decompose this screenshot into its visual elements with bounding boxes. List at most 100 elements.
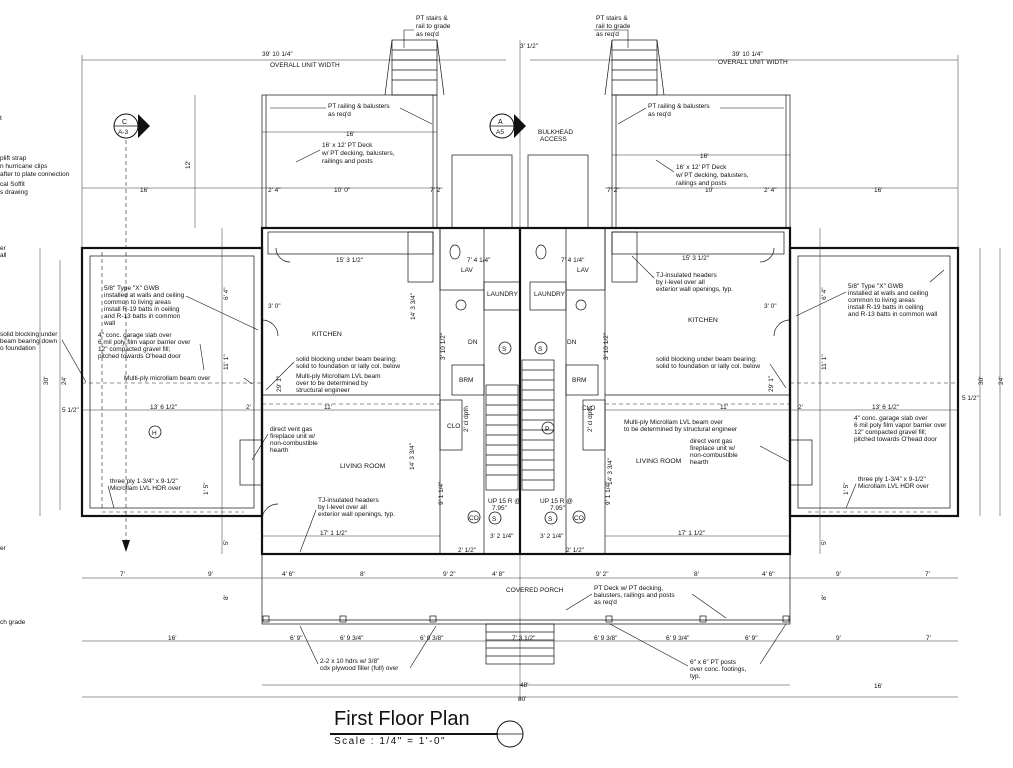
dim-6-9-left: 6' 9" <box>290 635 303 642</box>
dim-24-right: 24' <box>998 377 1005 385</box>
note-posts-2: over conc. footings, <box>690 666 747 673</box>
bulkhead-label-1: BULKHEAD <box>538 129 573 136</box>
decks <box>261 39 791 229</box>
dim-11-right: 11' <box>720 404 728 411</box>
room-laundry-right: LAUNDRY <box>534 291 566 298</box>
dim-7-3: 7' 3 1/2" <box>512 635 536 642</box>
interior-dimensions: 15' 3 1/2" 15' 3 1/2" 7' 4 1/4" 7' 4 1/4… <box>62 255 979 554</box>
dim-overall-right: 39' 10 1/4" <box>732 51 763 58</box>
edge-note-10: ch grade <box>0 619 26 626</box>
note-garage-left-1: 4" conc. garage slab over <box>98 332 172 339</box>
section-marker-a: A A5 <box>489 113 526 139</box>
note-fireplace-left-3: non-combustible <box>270 440 318 447</box>
note-lvl-left-1: Multi-ply Microllam LVL beam <box>296 373 381 380</box>
room-laundry-left: LAUNDRY <box>487 291 519 298</box>
stair-dn-left: DN <box>468 339 478 346</box>
note-pt-railing-right-1: PT railing & balusters <box>648 103 710 110</box>
dim-2-4-right: 2' 4" <box>764 187 777 194</box>
dim-9-1-left-top: 14' 3 3/4" <box>410 292 417 320</box>
co-detector-right: CO <box>574 515 584 522</box>
note-deck-right-1: 16' x 12' PT Deck <box>676 164 727 171</box>
note-microllam-left: Multi-ply microllam beam over <box>124 375 211 382</box>
room-clo-left: CLO <box>447 423 460 430</box>
dim-17-right: 17' 1 1/2" <box>678 530 706 537</box>
dim-6-9-38-left: 6' 9 3/8" <box>420 635 444 642</box>
room-living-left: LIVING ROOM <box>340 463 386 470</box>
dim-5-half-right: 5 1/2" <box>962 395 979 402</box>
dim-16-bottom-left: 16' <box>168 635 176 642</box>
dim-24-left: 24' <box>61 377 68 385</box>
dim-2-1-left: 2' 1/2" <box>458 547 477 554</box>
note-pt-railing-right-2: as req'd <box>648 111 671 118</box>
dim-9-left: 9' <box>208 571 213 578</box>
note-tj-left-3: exterior wall openings, typ. <box>318 511 395 518</box>
dim-6-4-left: 6' 4" <box>223 287 230 300</box>
note-deck-left-1: 16' x 12' PT Deck <box>322 142 373 149</box>
room-labels: KITCHEN KITCHEN LIVING ROOM LIVING ROOM … <box>312 129 718 594</box>
note-pt-stairs-left-2: rail to grade <box>416 23 451 30</box>
note-fireplace-left-2: fireplace unit w/ <box>270 433 315 440</box>
dim-29-left: 29' 1" <box>276 375 283 392</box>
dim-48: 48' <box>520 682 528 689</box>
dim-9-1-left: 9' 1 1/4" <box>438 481 445 505</box>
dim-2-right: 2' <box>798 404 803 411</box>
dim-3-2-left: 3' 2 1/4" <box>490 533 514 540</box>
dim-9-1-right: 9' 1 1/4" <box>605 481 612 505</box>
note-tj-right-3: exterior wall openings, typ. <box>656 286 733 293</box>
dim-13-6-right: 13' 6 1/2" <box>872 404 900 411</box>
vertical-dimensions: 30' 24' 30' 24' 11' 1" 11' 1" 6' 4" 6' 4… <box>39 228 1005 600</box>
room-brm-right: BRM <box>572 377 586 384</box>
note-beam-bearing-left-1: solid blocking under beam bearing; <box>296 356 397 363</box>
note-garage-right-1: 4" conc. garage slab over <box>854 415 928 422</box>
dim-7-4-left: 7' 4 1/4" <box>467 257 491 264</box>
smoke-detector-left-2: S <box>492 516 497 523</box>
note-hdr-left-1: three ply 1-3/4" x 9-1/2" <box>110 478 179 485</box>
dim-80: 80' <box>518 696 526 703</box>
note-gwb-left-5: and R-13 batts in common <box>104 313 181 320</box>
title-underline <box>330 733 498 735</box>
note-garage-right-3: 12" compacted gravel fill; <box>854 429 927 436</box>
co-detector-left: CO <box>469 515 479 522</box>
dim-overall-left: 39' 10 1/4" <box>262 51 293 58</box>
note-porch-deck-1: PT Deck w/ PT decking, <box>594 585 663 592</box>
room-living-right: LIVING ROOM <box>636 458 682 465</box>
note-pt-stairs-left-3: as req'd <box>416 31 439 38</box>
smoke-detector-right-2: S <box>548 516 553 523</box>
note-tj-right-2: by I-level over all <box>656 279 705 286</box>
note-beam-bearing-right-1: solid blocking under beam bearing; <box>656 356 757 363</box>
dim-deck-width-right: 16' <box>700 153 708 160</box>
room-kitchen-left: KITCHEN <box>312 331 342 338</box>
note-hdr-left-2: Microllam LVL HDR over <box>110 485 182 492</box>
overall-unit-width-right: OVERALL UNIT WIDTH <box>718 59 788 66</box>
dim-1-5-left: 1' 5" <box>203 482 210 495</box>
note-gwb-left-4: install R-19 batts in ceiling <box>104 306 180 313</box>
section-sheet-a5: A5 <box>496 129 504 136</box>
note-garage-left-2: 6 mil poly film vapor barrier over <box>98 339 191 346</box>
edge-note-7: er <box>0 245 7 252</box>
note-posts-3: typ. <box>690 673 701 680</box>
dim-6-9-right: 6' 9" <box>745 635 758 642</box>
building-walls <box>80 226 960 556</box>
heater-symbol: H <box>152 430 157 437</box>
note-pt-railing-left-2: as req'd <box>328 111 351 118</box>
edge-note-4: after to plate connection <box>0 171 70 178</box>
note-hdr-right-2: Microllam LVL HDR over <box>858 483 930 490</box>
covered-porch <box>261 553 791 665</box>
edge-note-9: er <box>0 545 7 552</box>
dim-9-2-right: 9' 2" <box>596 571 609 578</box>
note-tj-left-1: TJ-insulated headers <box>318 497 379 504</box>
note-deck-left-2: w/ PT decking, balusters, <box>321 150 395 157</box>
note-garage-left-3: 12" compacted gravel fill; <box>98 346 171 353</box>
stair-up-left-1: UP 15 R @ <box>488 498 521 505</box>
dim-29-right: 29' 1" <box>768 375 775 392</box>
note-gwb-left-1: 5/8" Type "X" GWB <box>104 285 159 292</box>
note-lvl-right-2: to be determined by structural engineer <box>624 426 738 433</box>
note-gwb-left-3: common to living areas <box>104 299 172 306</box>
dim-2-left: 2' <box>246 404 251 411</box>
dim-15-3-right: 15' 3 1/2" <box>682 255 710 262</box>
note-fireplace-right-2: fireplace unit w/ <box>690 445 735 452</box>
dim-10-0: 10' 0" <box>334 187 351 194</box>
dim-11-left: 11' <box>324 404 332 411</box>
smoke-detector-left: S <box>502 346 507 353</box>
